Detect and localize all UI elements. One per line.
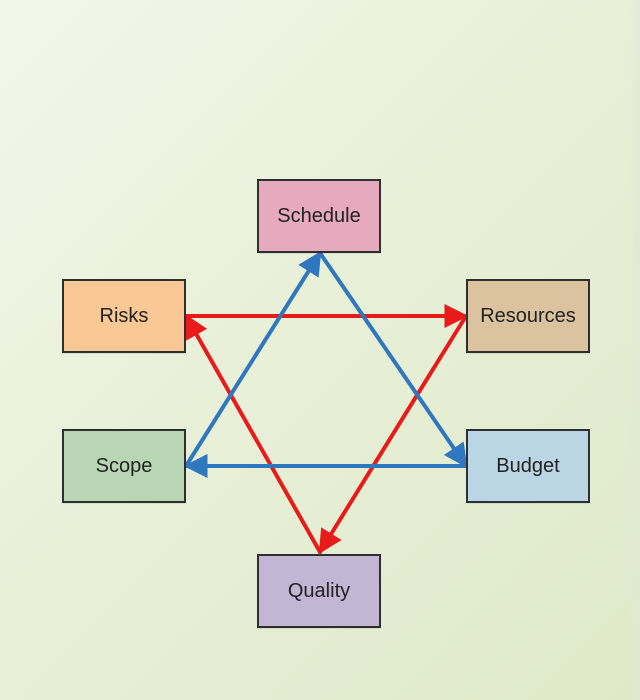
schedule-label: Schedule xyxy=(277,204,361,227)
risks-node: Risks xyxy=(62,279,186,353)
edge-scope-to-schedule xyxy=(184,250,322,468)
quality-node: Quality xyxy=(257,554,381,628)
budget-label: Budget xyxy=(496,454,560,477)
edge-schedule-to-budget xyxy=(318,251,468,468)
page-shadow xyxy=(630,0,640,700)
resources-label: Resources xyxy=(480,304,576,327)
edge-quality-to-risks xyxy=(184,313,322,554)
scope-node: Scope xyxy=(62,429,186,503)
quality-label: Quality xyxy=(287,579,351,602)
scope-label: Scope xyxy=(95,454,153,477)
edge-resources-to-quality xyxy=(318,314,468,555)
schedule-node: Schedule xyxy=(257,179,381,253)
resources-node: Resources xyxy=(466,279,590,353)
risks-label: Risks xyxy=(99,304,149,327)
budget-node: Budget xyxy=(466,429,590,503)
